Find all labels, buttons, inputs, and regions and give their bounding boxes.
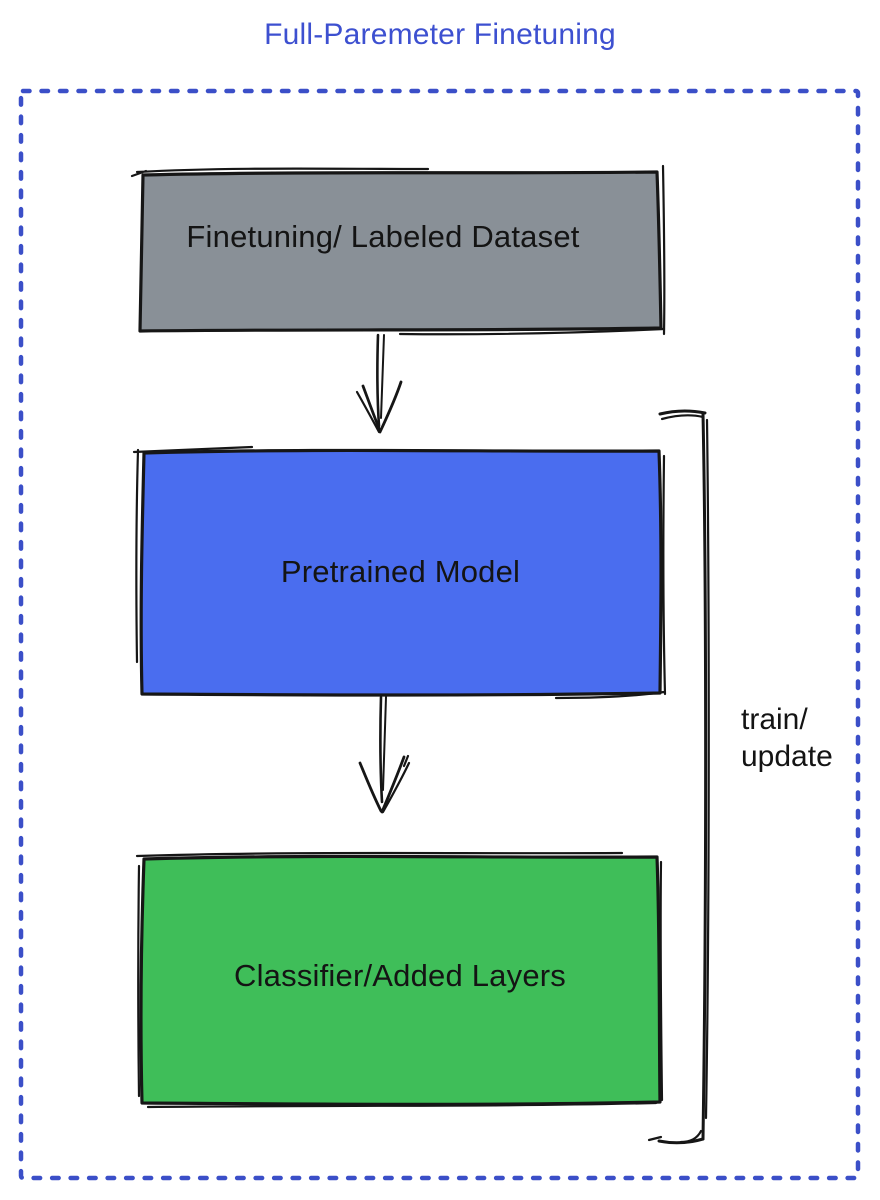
dataset-box-sketch-accent-bottom — [398, 327, 666, 336]
bracket-vertical — [701, 412, 708, 1141]
classifier-box — [135, 851, 664, 1109]
train-update-label: train/ update — [741, 703, 833, 773]
bracket-top-hook — [658, 409, 707, 416]
arrowhead-right — [378, 380, 403, 434]
dataset-box-fill — [140, 172, 661, 331]
arrow-pretrained-to-classifier — [358, 695, 411, 814]
dataset-box-sketch-accent-right — [661, 164, 666, 336]
dataset-box — [130, 164, 666, 336]
arrowhead-right — [380, 755, 406, 814]
arrow-dataset-to-pretrained — [355, 333, 403, 434]
classifier-box-sketch-accent-top — [135, 851, 624, 858]
pretrained-box — [132, 445, 667, 700]
arrow-shaft-double — [380, 334, 385, 419]
arrow-shaft — [379, 695, 384, 804]
pretrained-box-sketch-accent-right — [554, 454, 667, 700]
bracket-vertical-double — [704, 418, 710, 1120]
pretrained-box-sketch-accent-left — [135, 448, 140, 664]
arrowhead-right-double — [381, 754, 411, 814]
dataset-box-sketch-accent-top — [130, 167, 430, 178]
train-update-bracket — [647, 409, 710, 1145]
arrow-shaft — [376, 333, 381, 428]
arrowhead-left-double — [355, 390, 381, 434]
arrow-shaft-double — [382, 696, 387, 791]
pretrained-box-sketch-accent-top — [132, 445, 254, 454]
classifier-box-fill — [140, 856, 661, 1105]
classifier-box-sketch-accent-right — [659, 860, 664, 1102]
classifier-box-outline — [139, 854, 662, 1106]
pretrained-box-fill — [141, 450, 661, 695]
arrowhead-left — [358, 761, 383, 813]
outer-dotted-border — [18, 88, 861, 1181]
dataset-box-outline — [138, 170, 663, 333]
bracket-bottom-hook-double — [647, 1129, 703, 1144]
diagram-title: Full-Paremeter Finetuning — [264, 18, 616, 51]
arrowhead-left — [361, 384, 382, 433]
bracket-top-hook-double — [660, 414, 705, 421]
classifier-box-sketch-accent-bottom — [137, 864, 658, 1109]
